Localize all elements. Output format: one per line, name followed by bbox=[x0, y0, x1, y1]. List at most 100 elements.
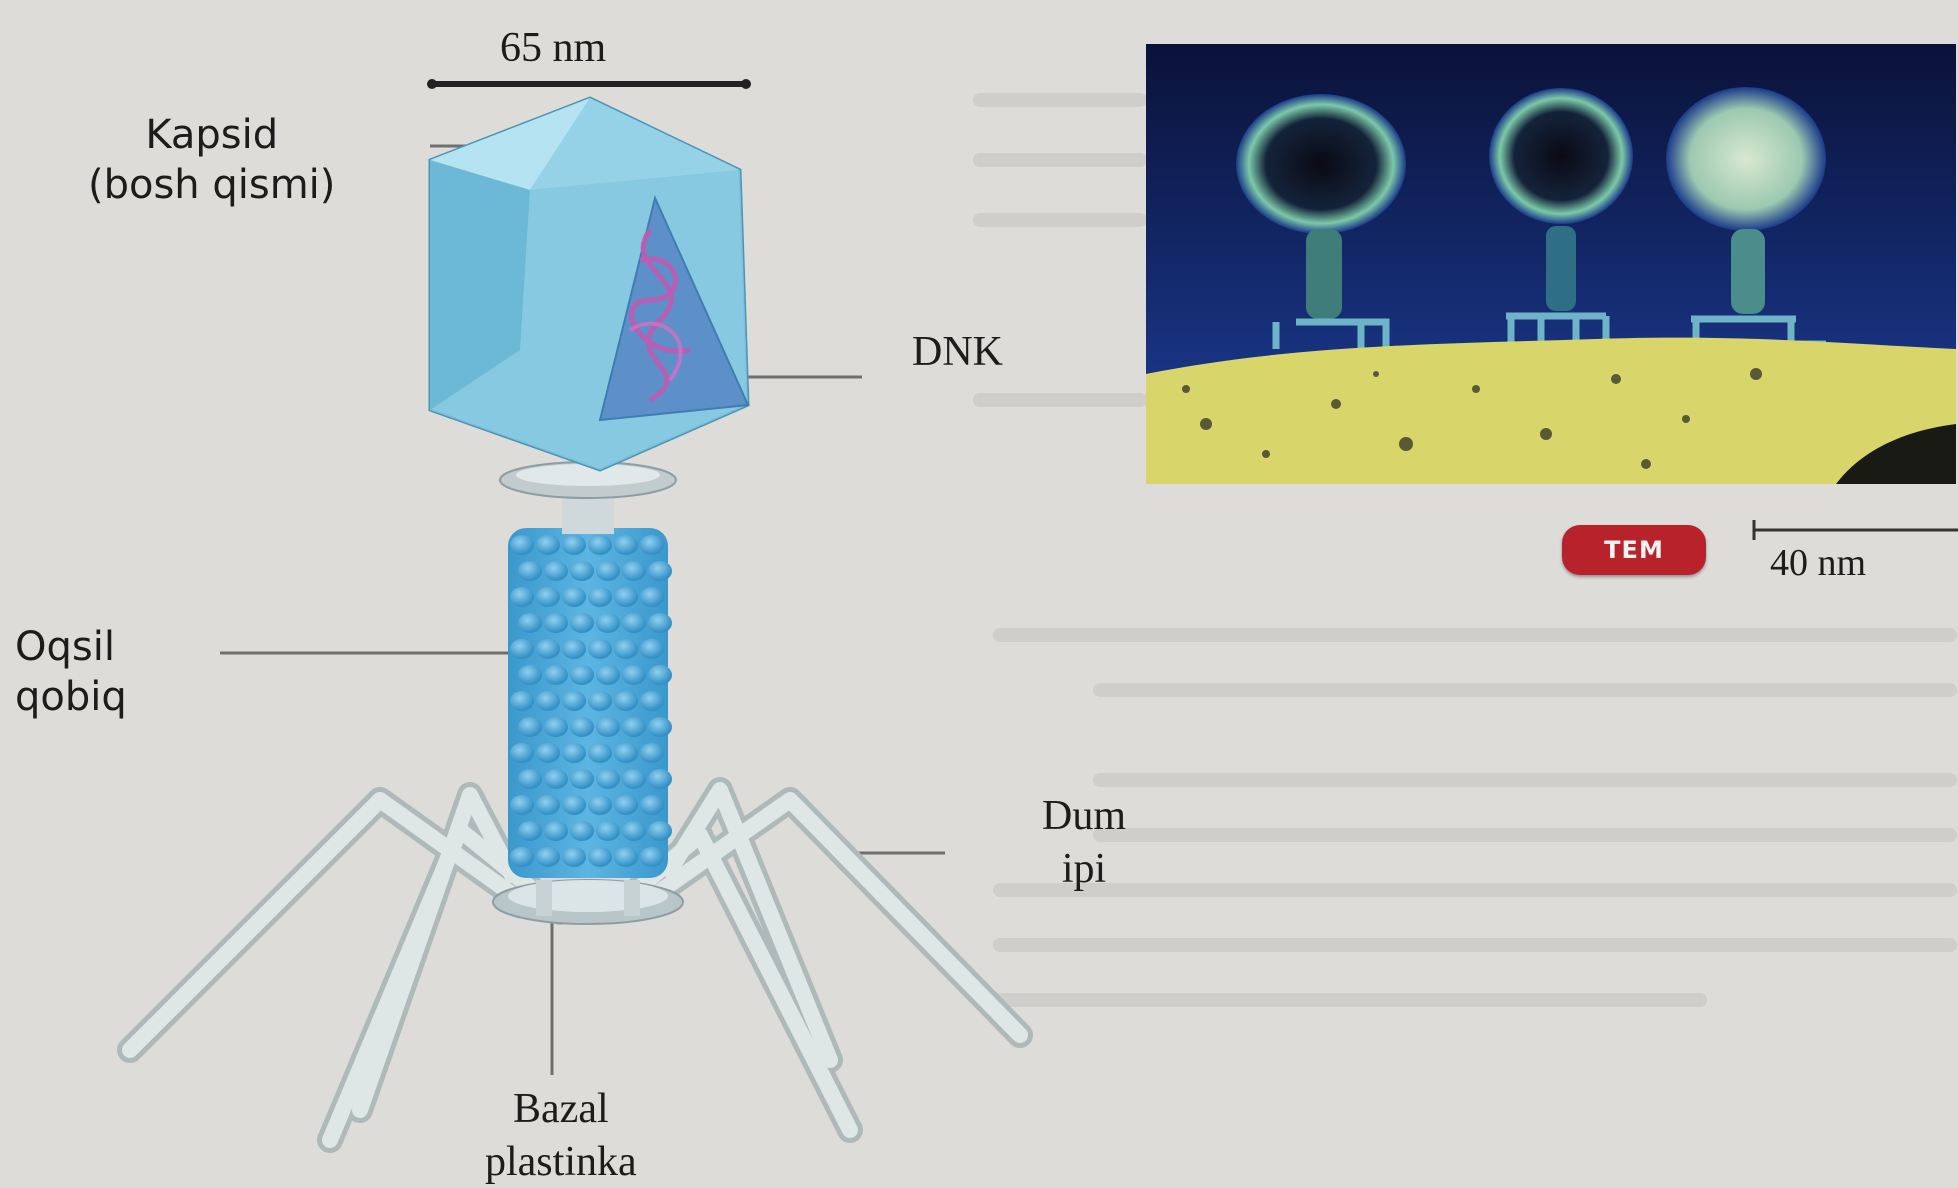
sheath-bead bbox=[614, 847, 638, 867]
sheath-bead bbox=[510, 743, 534, 763]
sheath-bead bbox=[588, 639, 612, 659]
sheath-bead bbox=[640, 795, 664, 815]
sheath-bead bbox=[596, 821, 620, 841]
collar bbox=[500, 462, 676, 534]
label-base-plate-line1: Bazal bbox=[485, 1083, 637, 1136]
sheath-bead bbox=[510, 795, 534, 815]
sheath-bead bbox=[570, 821, 594, 841]
sheath-bead bbox=[536, 587, 560, 607]
base-plate bbox=[493, 880, 683, 924]
sheath-bead bbox=[588, 743, 612, 763]
sheath-bead bbox=[562, 847, 586, 867]
tem-badge: TEM bbox=[1562, 525, 1706, 575]
label-capsid: Kapsid (bosh qismi) bbox=[88, 110, 335, 210]
sheath-bead bbox=[622, 717, 646, 737]
sheath-bead bbox=[596, 613, 620, 633]
sheath-bead bbox=[588, 587, 612, 607]
capsid bbox=[430, 98, 748, 470]
sheath-bead bbox=[510, 587, 534, 607]
sheath-bead bbox=[544, 561, 568, 581]
sheath-bead bbox=[510, 639, 534, 659]
sheath-bead bbox=[518, 665, 542, 685]
sheath-bead bbox=[536, 639, 560, 659]
sheath-bead bbox=[570, 717, 594, 737]
sheath-bead bbox=[570, 613, 594, 633]
sheath-bead bbox=[640, 535, 664, 555]
sheath-bead bbox=[640, 587, 664, 607]
sheath-bead bbox=[614, 691, 638, 711]
sheath-bead bbox=[562, 587, 586, 607]
sheath-bead bbox=[518, 561, 542, 581]
sheath-bead bbox=[596, 561, 620, 581]
sheath-bead bbox=[648, 613, 672, 633]
sheath-bead bbox=[622, 613, 646, 633]
sheath-bead bbox=[518, 821, 542, 841]
sheath-bead bbox=[536, 795, 560, 815]
sheath-bead bbox=[622, 561, 646, 581]
scale-label-65nm: 65 nm bbox=[500, 22, 606, 75]
sheath-bead bbox=[648, 821, 672, 841]
sheath-bead bbox=[544, 717, 568, 737]
sheath-bead bbox=[640, 691, 664, 711]
label-base-plate-line2: plastinka bbox=[485, 1136, 637, 1188]
label-tail-fiber-line1: Dum bbox=[1042, 790, 1126, 843]
sheath-bead bbox=[588, 847, 612, 867]
sheath-bead bbox=[648, 717, 672, 737]
label-dna: DNK bbox=[912, 326, 1003, 379]
sheath-bead bbox=[588, 795, 612, 815]
sheath-bead bbox=[562, 691, 586, 711]
label-protein-sheath-line1: Oqsil bbox=[15, 622, 127, 672]
sheath-bead bbox=[588, 691, 612, 711]
sheath-bead bbox=[544, 613, 568, 633]
sheath-bead bbox=[518, 769, 542, 789]
sheath-bead bbox=[640, 639, 664, 659]
bacterial-cell-surface bbox=[1146, 338, 1956, 484]
sheath-bead bbox=[648, 665, 672, 685]
sheath-bead bbox=[562, 535, 586, 555]
label-tail-fiber: Dum ipi bbox=[1042, 790, 1126, 895]
sheath-bead bbox=[570, 665, 594, 685]
sheath-bead bbox=[570, 561, 594, 581]
sheath-bead bbox=[544, 821, 568, 841]
sheath-bead bbox=[622, 821, 646, 841]
label-capsid-line2: (bosh qismi) bbox=[88, 160, 335, 210]
sheath-bead bbox=[614, 587, 638, 607]
sheath-bead bbox=[510, 691, 534, 711]
sheath-bead bbox=[510, 535, 534, 555]
scale-bar-65nm bbox=[427, 79, 751, 89]
label-tail-fiber-line2: ipi bbox=[1042, 843, 1126, 896]
sheath-bead bbox=[614, 743, 638, 763]
sheath-bead bbox=[562, 743, 586, 763]
sheath-bead bbox=[640, 743, 664, 763]
sheath-bead bbox=[570, 769, 594, 789]
sheath-bead bbox=[562, 639, 586, 659]
sheath-bead bbox=[562, 795, 586, 815]
label-protein-sheath: Oqsil qobiq bbox=[15, 622, 127, 722]
tem-micrograph bbox=[1146, 44, 1956, 484]
sheath-bead bbox=[596, 717, 620, 737]
sheath-bead bbox=[536, 535, 560, 555]
scale-label-40nm: 40 nm bbox=[1770, 540, 1866, 588]
sheath-bead bbox=[622, 769, 646, 789]
sheath-bead bbox=[536, 743, 560, 763]
sheath-bead bbox=[622, 665, 646, 685]
sheath-bead bbox=[640, 847, 664, 867]
sheath-bead bbox=[614, 535, 638, 555]
sheath-bead bbox=[614, 639, 638, 659]
sheath-bead bbox=[648, 769, 672, 789]
sheath-bead bbox=[518, 717, 542, 737]
sheath-bead bbox=[518, 613, 542, 633]
sheath-bead bbox=[510, 847, 534, 867]
sheath-bead bbox=[536, 847, 560, 867]
sheath-bead bbox=[544, 665, 568, 685]
sheath-bead bbox=[648, 561, 672, 581]
sheath-bead bbox=[614, 795, 638, 815]
protein-sheath bbox=[508, 528, 672, 878]
sheath-bead bbox=[536, 691, 560, 711]
label-capsid-line1: Kapsid bbox=[88, 110, 335, 160]
label-base-plate: Bazal plastinka bbox=[485, 1083, 637, 1188]
sheath-bead bbox=[596, 769, 620, 789]
sheath-bead bbox=[596, 665, 620, 685]
label-protein-sheath-line2: qobiq bbox=[15, 672, 127, 722]
sheath-bead bbox=[588, 535, 612, 555]
